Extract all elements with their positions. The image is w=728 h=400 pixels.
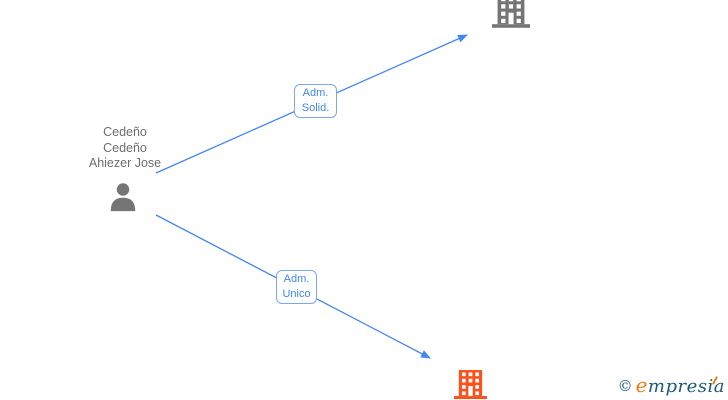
- edge-label-adm-solid: Adm. Solid.: [294, 84, 337, 118]
- logo-wordmark: empresia: [635, 373, 725, 397]
- person-name-line2: Cedeño: [103, 140, 147, 155]
- edge-label-line1: Adm.: [283, 273, 310, 285]
- person-name-line3: Ahiezer Jose: [88, 156, 162, 170]
- building-icon-bottom-company[interactable]: [454, 370, 487, 400]
- edge-label-line2: Solid.: [301, 102, 330, 114]
- logo-initial: e: [635, 373, 648, 397]
- edge-label-adm-unico: Adm. Unico: [276, 270, 317, 304]
- person-name: Cedeño Cedeño Ahiezer Jose: [60, 125, 190, 172]
- copyright-icon: ©: [617, 377, 633, 395]
- logo-rest: mpresia: [647, 376, 725, 397]
- building-icon-top-company[interactable]: [492, 0, 530, 28]
- edge-label-line2: Unico: [282, 288, 311, 300]
- empresia-logo[interactable]: ©empresia: [618, 373, 725, 397]
- person-name-line1: Cedeño: [103, 125, 147, 139]
- edge-label-line1: Adm.: [302, 87, 329, 99]
- user-icon[interactable]: [107, 182, 139, 212]
